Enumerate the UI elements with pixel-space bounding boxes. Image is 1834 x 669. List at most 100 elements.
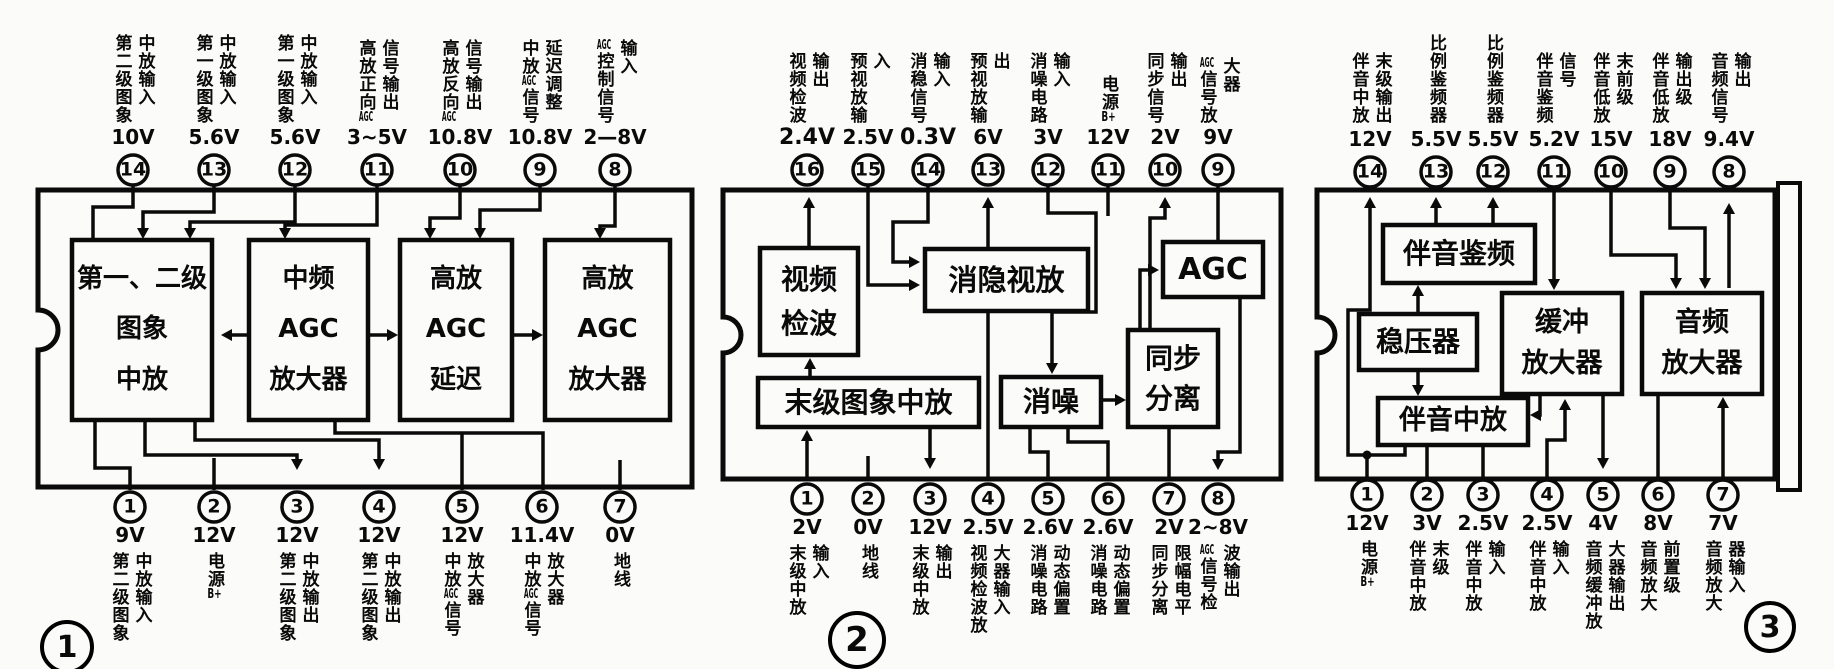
pin-label-column: 出 [989, 52, 1010, 70]
pin-circle-8 [1712, 155, 1746, 189]
pin-label-column: 伴音鉴频 [1532, 52, 1553, 124]
pin-voltage: 12V [440, 523, 484, 547]
block-buffer-amplifier [1499, 290, 1625, 397]
pin-label-column: 比例鉴频器 [1483, 34, 1503, 124]
wire-arrowhead [1212, 459, 1224, 470]
wire-arrowhead [1717, 397, 1729, 408]
block-noise-canceller [998, 374, 1104, 430]
pin-voltage: 5.5V [1467, 127, 1519, 151]
pin-label-column: 伴音低放 [1648, 52, 1669, 124]
wire-arrowhead [137, 228, 149, 239]
pin-label: 比例鉴频器 [1438, 34, 1548, 124]
pin-label-column: 视频检波放 [966, 544, 987, 634]
pin-circle-12 [1476, 155, 1510, 189]
latin-run: AGC [443, 588, 459, 601]
pin-number-2: 2 [207, 495, 221, 518]
pin-label-column: 电源B+ [204, 552, 224, 601]
pin-number-12: 12 [1034, 158, 1062, 181]
pin-number-5: 5 [1041, 487, 1055, 510]
block-label-line: 放大器 [269, 364, 348, 395]
pin-label-column: 中放AGC信号 [440, 552, 461, 637]
block-label-line: 延迟 [429, 364, 482, 395]
wire-arrowhead [221, 329, 232, 341]
pin-label-column: 第二级图象 [108, 552, 129, 642]
pin-number-11: 11 [1094, 158, 1122, 181]
pin-label-column: 消稳信号 [906, 52, 927, 124]
pin-number-1: 1 [123, 495, 137, 518]
pin-label-column: 放大器 [543, 552, 564, 606]
pin-number-16: 16 [793, 158, 821, 181]
latin-run: AGC [358, 111, 374, 124]
pin-circle-14 [911, 153, 945, 187]
diagram-badge-2: 2 [828, 611, 886, 669]
pin-voltage: 2.5V [842, 125, 894, 149]
pin-number-13: 13 [200, 158, 228, 181]
pin-label-column: 器输入 [1724, 540, 1745, 594]
block-voltage-regulator [1356, 311, 1480, 373]
pin-label: 音频放大器输入 [1668, 540, 1778, 612]
wire [891, 186, 930, 264]
pin-voltage: 3~5V [346, 125, 408, 149]
pin-label: 视频检波放大器输入 [933, 544, 1043, 634]
wire [1668, 186, 1707, 285]
wire-arrowhead [279, 228, 291, 239]
pin-voltage: 12V [1086, 125, 1130, 149]
block-label-line: 视频 [780, 263, 837, 297]
pin-label-column: 输入 [929, 52, 950, 88]
pin-label-column: 大器输入 [989, 544, 1010, 616]
pin-label-column: 伴音中放 [1525, 540, 1546, 612]
pin-number-9: 9 [1663, 160, 1677, 183]
wire-arrowhead [804, 358, 816, 369]
pin-label: 伴音低放输出级 [1615, 52, 1725, 124]
pin-voltage: 2.5V [962, 515, 1014, 539]
block-label-line: 放大器 [1661, 347, 1743, 379]
pin-number-4: 4 [372, 495, 386, 518]
pin-label-column: 电源B+ [1098, 75, 1118, 124]
block-sound-if-amp [1375, 395, 1531, 448]
block-label-line: 音频 [1675, 306, 1729, 338]
pin-label-column: 伴音中放 [1348, 52, 1369, 124]
block-label-final-picture-if-amp: 末级图象中放 [761, 381, 976, 424]
pin-circle-8 [598, 153, 632, 187]
wire [93, 420, 132, 490]
pin-number-4: 4 [1540, 483, 1554, 506]
wire-arrowhead [1115, 394, 1126, 406]
wire-arrowhead [1699, 278, 1711, 289]
wire [333, 420, 545, 490]
block-label-line: 稳压器 [1375, 325, 1460, 359]
pin-number-6: 6 [1101, 487, 1115, 510]
pin-label: 同步信号输出 [1110, 52, 1220, 124]
wire [1028, 427, 1050, 481]
wire-arrowhead [982, 197, 994, 208]
pin-label-column: 第二级图象 [275, 552, 296, 642]
pin-circle-10 [1594, 155, 1628, 189]
pin-label-column: 消噪电路 [1026, 544, 1047, 616]
block-audio-amplifier [1639, 290, 1765, 397]
wire-arrowhead [373, 459, 385, 470]
block-label-line: 缓冲 [1535, 306, 1589, 338]
pin-label-column: 动态偏置 [1109, 544, 1130, 616]
pin-circle-9 [1653, 155, 1687, 189]
block-label-line: 放大器 [1521, 347, 1603, 379]
pin-number-8: 8 [1211, 487, 1225, 510]
block-if-agc-amp [246, 237, 371, 423]
block-label-voltage-regulator: 稳压器 [1362, 317, 1474, 367]
pin-circle-3 [1466, 478, 1500, 512]
pin-label-column: 比例鉴频器 [1426, 34, 1446, 124]
pin-label-column: 信号输出 [378, 39, 399, 111]
wire-arrowhead [1364, 197, 1376, 208]
wire-arrowhead [1723, 203, 1735, 214]
pin-label-column: 预视放输 [966, 52, 987, 124]
pin-label-column: 输出 [808, 52, 829, 88]
wire [141, 186, 216, 235]
wire [866, 186, 915, 287]
pin-label: 第二级图象中放输入 [75, 552, 185, 642]
latin-run: AGC [1199, 57, 1215, 70]
pin-circle-6 [525, 490, 559, 524]
wire-arrowhead [1670, 278, 1682, 289]
pin-voltage: 11.4V [509, 523, 575, 547]
